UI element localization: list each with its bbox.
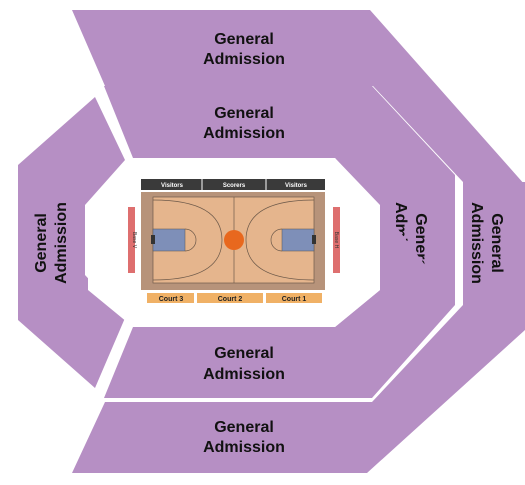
base-left-bar <box>128 207 135 273</box>
bench-scorers: Scorers <box>223 183 246 189</box>
section-top-inner[interactable]: General Admission <box>104 86 455 305</box>
section-left[interactable]: General Admission <box>18 97 125 388</box>
section-top-outer[interactable]: General Admission <box>72 10 525 300</box>
section-right-outer-labels: Admission General <box>468 202 505 284</box>
court-3-label: Court 3 <box>159 296 184 303</box>
base-right: Base H <box>333 207 340 273</box>
section-bottom-inner-label-1: General <box>214 345 274 362</box>
base-right-label: Base H <box>333 232 339 249</box>
base-left-label: Base V <box>131 232 137 249</box>
section-bottom-outer[interactable]: General Admission <box>72 305 525 473</box>
section-bottom-inner-label-2: Admission <box>203 366 285 383</box>
section-right-outer-label-2: General <box>488 213 505 273</box>
court-2-tab[interactable] <box>197 293 263 303</box>
section-top-inner-label-2: Admission <box>203 125 285 142</box>
section-top-outer-label-1: General <box>214 31 274 48</box>
bench-visitors-left: Visitors <box>161 183 184 189</box>
court-3-tab[interactable] <box>147 293 194 303</box>
section-bottom-outer-label-2: Admission <box>203 439 285 456</box>
three-point-arc-left <box>152 199 223 281</box>
section-bottom-inner[interactable]: General Admission <box>104 205 455 398</box>
section-right-outer[interactable] <box>463 182 525 325</box>
three-point-arc-right <box>245 199 315 281</box>
section-left-label-2: Admission <box>53 202 70 284</box>
base-left: Base V <box>128 207 137 273</box>
bench-bar-bg <box>141 179 325 190</box>
bench-visitors-right: Visitors <box>285 183 308 189</box>
section-top-inner-label-1: General <box>214 105 274 122</box>
section-bottom-outer-label-1: General <box>214 419 274 436</box>
hoop-right <box>312 235 316 244</box>
center-circle <box>224 230 244 250</box>
basketball-court <box>141 192 325 290</box>
court-2-label: Court 2 <box>218 296 243 303</box>
section-left-label-1: General <box>33 213 50 273</box>
section-right-outer-label-1: Admission <box>468 202 485 284</box>
hoop-left <box>151 235 155 244</box>
court-tabs: Court 3 Court 2 Court 1 <box>147 293 322 303</box>
bench-bar: Visitors Scorers Visitors <box>141 179 325 190</box>
paint-left <box>152 228 186 252</box>
base-right-bar <box>333 207 340 273</box>
court-1-label: Court 1 <box>282 296 307 303</box>
section-top-outer-label-2: Admission <box>203 51 285 68</box>
paint-right <box>281 228 315 252</box>
court-1-tab[interactable] <box>266 293 322 303</box>
